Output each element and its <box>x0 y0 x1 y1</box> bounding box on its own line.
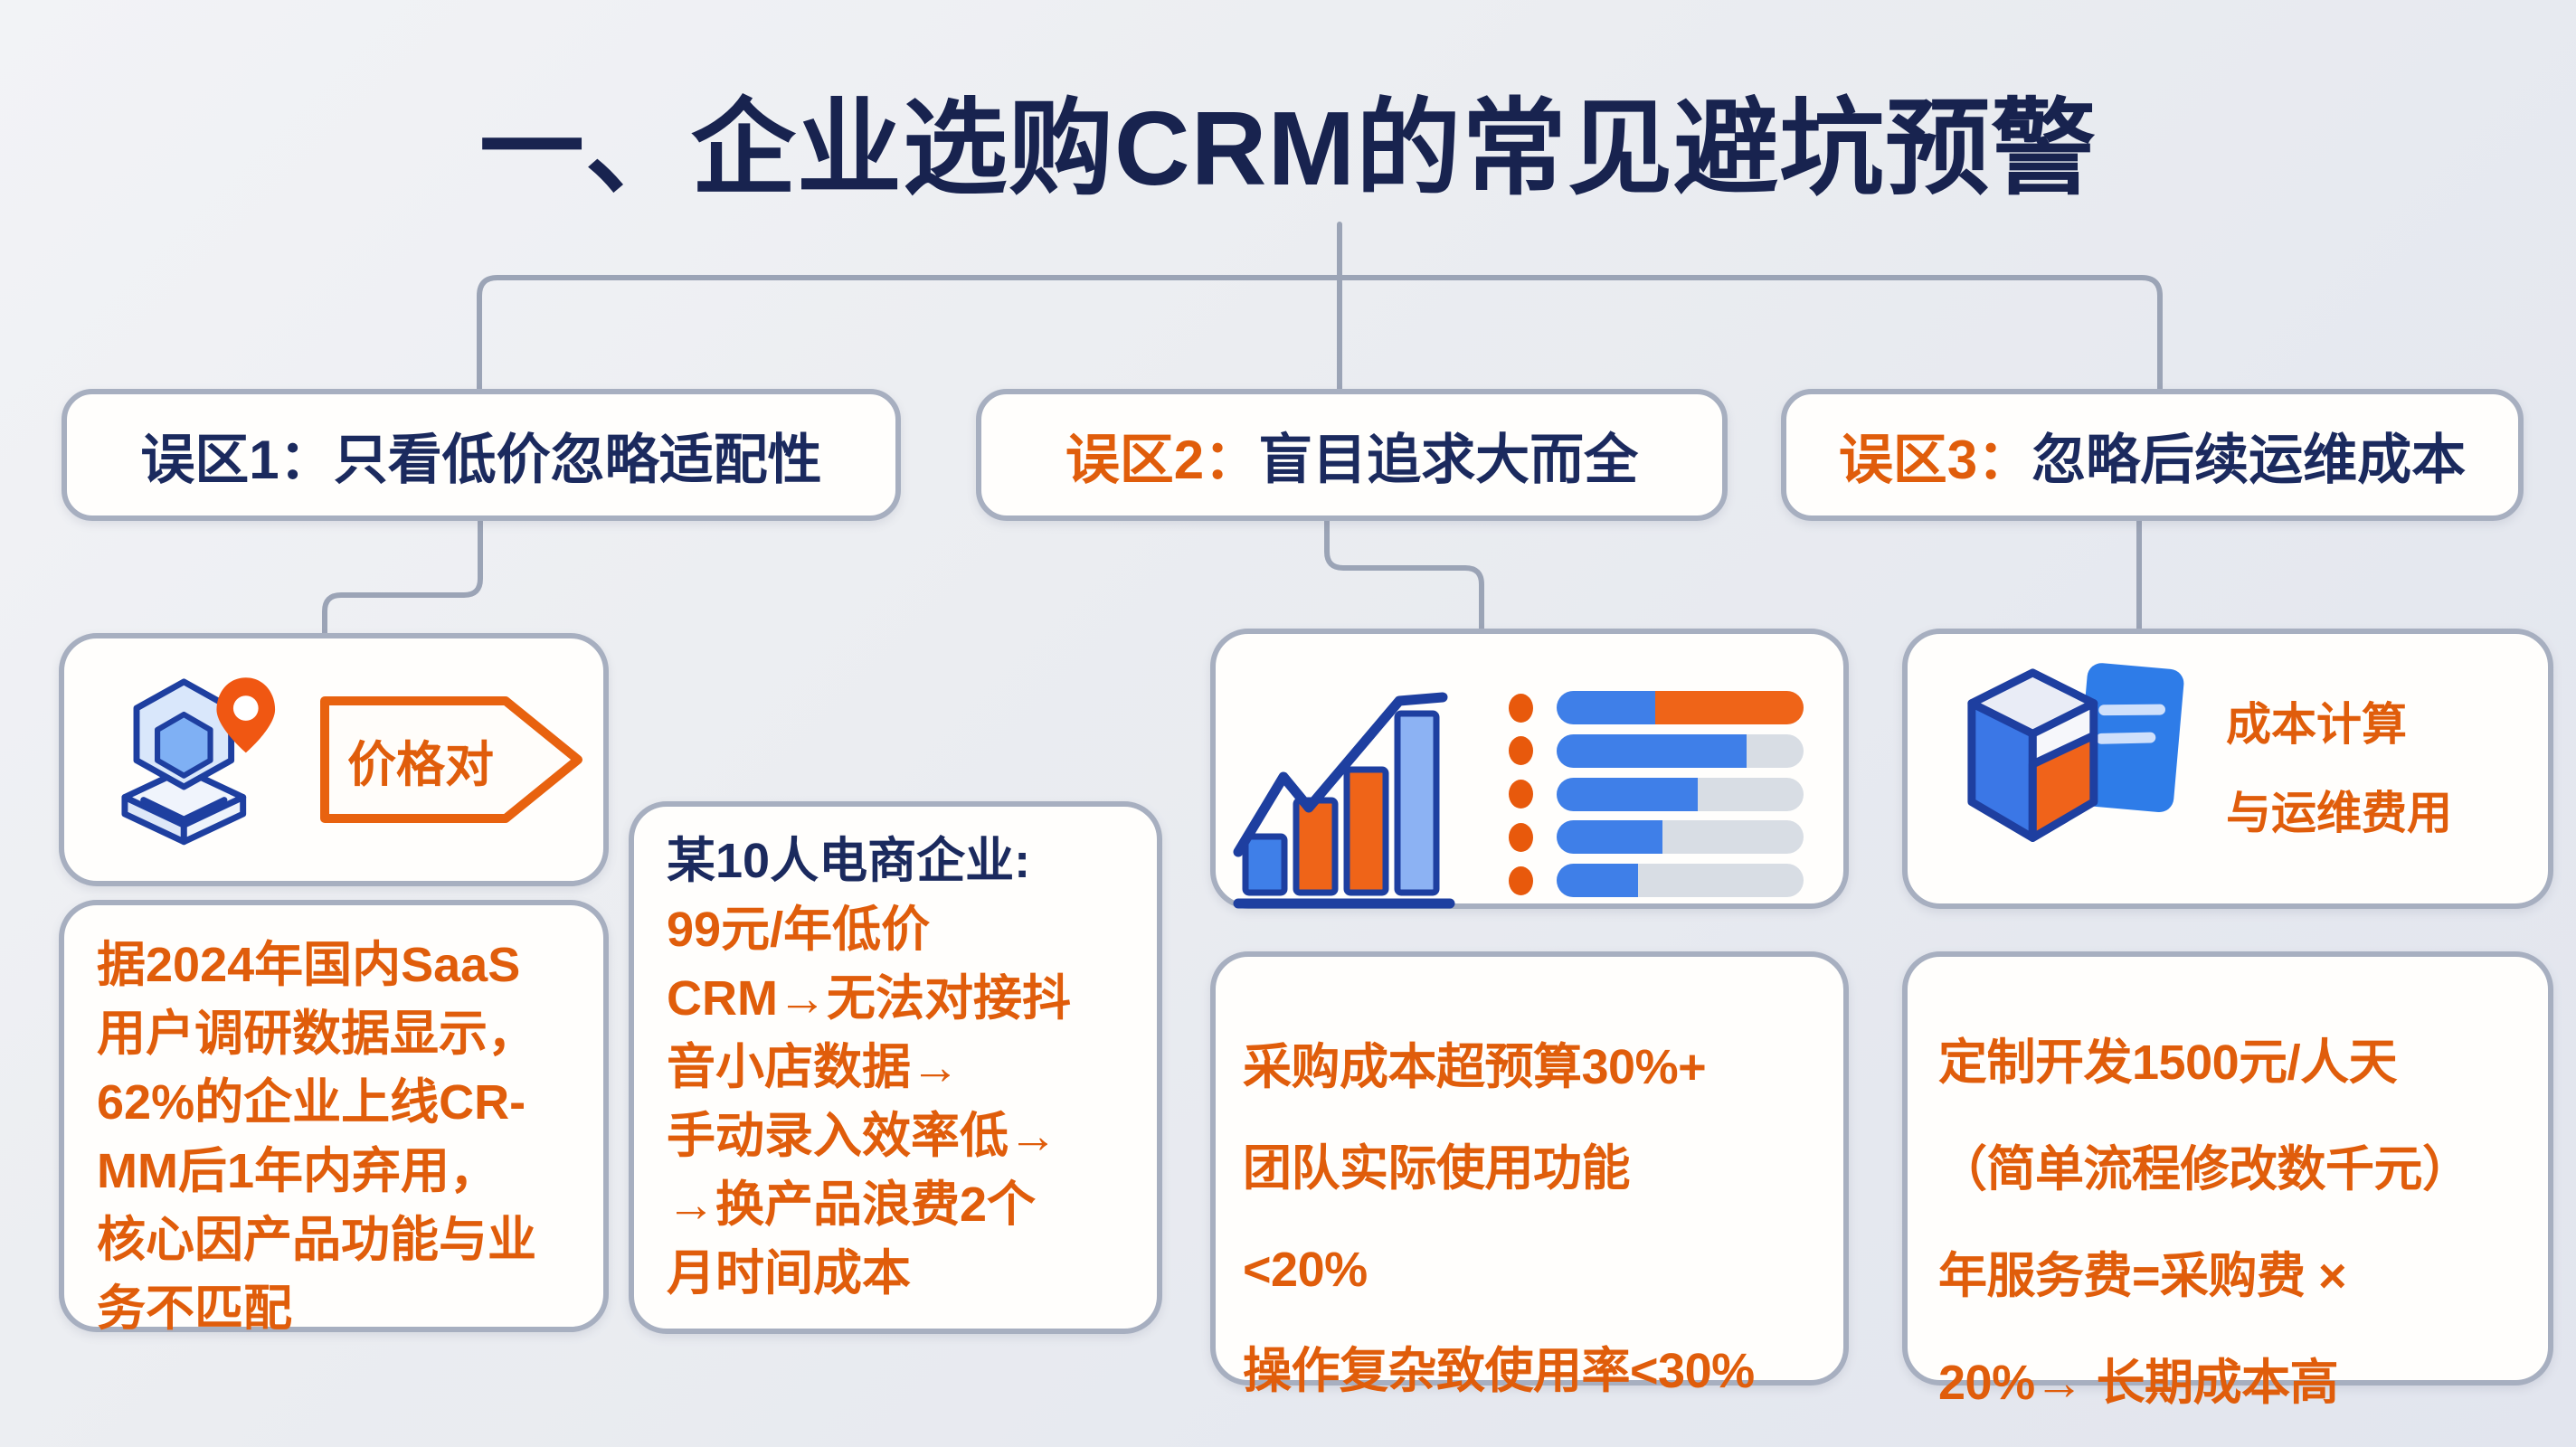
pitfall1-text-card: 据2024年国内SaaS 用户调研数据显示， 62%的企业上线CR- MM后1年… <box>59 900 609 1336</box>
bullet-dot-icon <box>1509 693 1533 723</box>
pitfall2-body-text: 采购成本超预算30%+ 团队实际使用功能 <20% 操作复杂致使用率<30% <box>1243 1040 1755 1398</box>
progress-segment-blue <box>1557 733 1747 768</box>
bullet-dot-icon <box>1509 736 1533 766</box>
pitfall2-icon-card-content <box>1216 634 1843 954</box>
cube-icon <box>1967 668 2098 842</box>
box-chevron <box>140 797 228 823</box>
document-icon <box>2077 663 2184 813</box>
pitfall3-text-card: 定制开发1500元/人天 （简单流程修改数千元） 年服务费=采购费 × 20%→… <box>1902 951 2553 1410</box>
pitfall1-body-text: 据2024年国内SaaS 用户调研数据显示， 62%的企业上线CR- MM后1年… <box>97 938 536 1336</box>
progress-track <box>1557 777 1804 811</box>
pitfall3-title: 忽略后续运维成本 <box>2031 429 2467 490</box>
chart-bar-1 <box>1242 833 1288 896</box>
progress-row-5 <box>1509 864 1804 897</box>
pitfall3-icon-card-content: 成本计算 与运维费用 <box>1908 634 2548 903</box>
progress-segment-blue <box>1557 777 1698 811</box>
progress-segment-blue <box>1557 820 1663 855</box>
chart-bar-2 <box>1293 797 1339 896</box>
pitfall1-title: 只看低价忽略适配性 <box>333 429 822 490</box>
price-tag: 价格对 <box>314 692 585 828</box>
header-box-pitfall2: 误区2：盲目追求大而全 <box>976 389 1728 521</box>
progress-segment-blue <box>1557 691 1656 724</box>
pitfall1-icon-card-content: 价格对 <box>64 638 603 881</box>
chart-bar-4 <box>1394 710 1440 896</box>
growth-bar-chart-icon <box>1233 692 1455 909</box>
bullet-dot-icon <box>1509 822 1533 852</box>
progress-track <box>1557 691 1804 724</box>
location-pin-icon <box>216 677 276 753</box>
pitfall2-case-card: 某10人电商企业: 99元/年低价 CRM→无法对接抖 音小店数据→ 手动录入效… <box>629 801 1162 1334</box>
bullet-dot-icon <box>1509 780 1533 809</box>
progress-track <box>1557 864 1804 897</box>
pitfall2-case-title: 某10人电商企业: <box>667 834 1031 888</box>
pitfall2-text-card: 采购成本超预算30%+ 团队实际使用功能 <20% 操作复杂致使用率<30% <box>1210 951 1849 1398</box>
progress-row-3 <box>1509 777 1804 811</box>
pitfall2-case-body: 99元/年低价 CRM→无法对接抖 音小店数据→ 手动录入效率低→ →换产品浪费… <box>667 903 1071 1300</box>
progress-row-4 <box>1509 820 1804 855</box>
bullet-dot-icon <box>1509 865 1533 895</box>
pitfall3-label: 误区3： <box>1838 429 2032 490</box>
header-rail-line <box>477 275 2163 392</box>
progress-track <box>1557 733 1804 768</box>
pitfall3-icon-caption: 成本计算 与运维费用 <box>2226 699 2452 838</box>
page-title: 一、企业选购CRM的常见避坑预警 <box>478 90 2098 207</box>
pitfall2-icon-card <box>1210 629 1849 909</box>
pitfall2-title: 盲目追求大而全 <box>1258 429 1639 490</box>
progress-row-1 <box>1509 691 1804 724</box>
price-tag-label: 价格对 <box>347 737 494 792</box>
inner-hexagon <box>155 711 213 779</box>
pitfall1-label: 误区1： <box>140 429 334 490</box>
chart-bar-3 <box>1343 766 1389 896</box>
hexagon-stack-icon <box>121 677 276 846</box>
progress-segment-blue <box>1557 864 1639 897</box>
pitfall1-icon-card: 价格对 <box>59 633 609 886</box>
trend-line <box>1233 692 1448 857</box>
pitfall3-icon-card: 成本计算 与运维费用 <box>1902 629 2553 909</box>
pitfall2-label: 误区2： <box>1065 429 1259 490</box>
box-right-face <box>180 794 247 846</box>
bar-group <box>1242 710 1440 896</box>
cube-orange-face <box>2028 731 2098 842</box>
header-box-pitfall3: 误区3：忽略后续运维成本 <box>1781 389 2524 521</box>
price-tag-outline-icon <box>320 696 582 823</box>
pitfall1-z-connector <box>322 518 483 645</box>
progress-bars-icon <box>1509 691 1804 897</box>
cube-and-document-icon <box>1967 663 2184 842</box>
progress-track <box>1557 820 1804 855</box>
header-box-pitfall1: 误区1：只看低价忽略适配性 <box>62 389 901 521</box>
progress-row-2 <box>1509 733 1804 768</box>
pitfall3-body-text: 定制开发1500元/人天 （简单流程修改数千元） 年服务费=采购费 × 20%→… <box>1938 1036 2471 1410</box>
progress-segment-orange <box>1655 691 1804 724</box>
pitfall2-z-connector <box>1324 518 1484 640</box>
